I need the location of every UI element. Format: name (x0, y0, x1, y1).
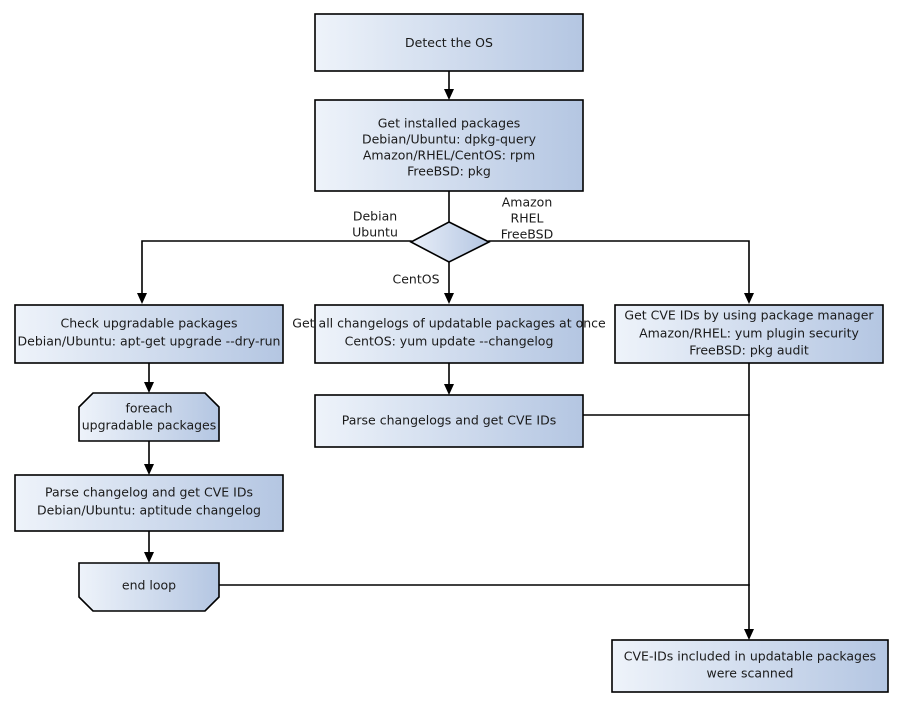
edge-label-centos-line-0: CentOS (392, 272, 439, 287)
edge-label-debian-ubuntu-line-0: Debian (353, 209, 397, 224)
edge-label-amazon-rhel-freebsd: Amazon RHEL FreeBSD (501, 195, 553, 242)
node-get-all-changelogs[interactable]: Get all changelogs of updatable packages… (292, 304, 606, 364)
node-detect-os-shape (314, 13, 584, 72)
node-check-upgradable-packages-line-1: Debian/Ubuntu: apt-get upgrade --dry-run (18, 334, 281, 349)
arrow-head-scan-complete (744, 629, 754, 640)
arrow-head-left-branch (137, 293, 147, 304)
node-get-installed-packages[interactable]: Get installed packages Debian/Ubuntu: dp… (314, 99, 584, 192)
node-detect-os[interactable]: Detect the OS (314, 13, 584, 72)
node-check-upgradable-packages[interactable]: Check upgradable packages Debian/Ubuntu:… (14, 304, 284, 364)
node-parse-changelog-left[interactable]: Parse changelog and get CVE IDs Debian/U… (14, 474, 284, 532)
edge-label-amazon-rhel-freebsd-line-1: RHEL (511, 211, 544, 226)
arrow-head-parse-center (444, 384, 454, 395)
node-parse-changelogs-center[interactable]: Parse changelogs and get CVE IDs (314, 394, 584, 448)
edge-label-debian-ubuntu: Debian Ubuntu (352, 209, 398, 240)
node-end-loop[interactable]: end loop (78, 562, 220, 612)
node-get-cve-ids-package-manager-line-1: Amazon/RHEL: yum plugin security (639, 326, 859, 341)
edge-layer (137, 70, 754, 640)
node-get-installed-packages-line-0: Get installed packages (378, 116, 521, 131)
node-scan-complete-shape (611, 639, 889, 693)
node-check-upgradable-packages-shape (14, 304, 284, 364)
node-detect-os-line-0: Detect the OS (405, 35, 493, 50)
arrow-head-parse-left (144, 464, 154, 475)
node-scan-complete[interactable]: CVE-IDs included in updatable packages w… (611, 639, 889, 693)
node-scan-complete-line-0: CVE-IDs included in updatable packages (624, 649, 876, 664)
node-get-installed-packages-shape (314, 99, 584, 192)
arrow-head-right-branch (744, 293, 754, 304)
node-get-cve-ids-package-manager-shape (614, 304, 884, 364)
edge-label-centos: CentOS (392, 272, 439, 287)
node-parse-changelogs-center-line-0: Parse changelogs and get CVE IDs (342, 413, 556, 428)
edge-label-amazon-rhel-freebsd-line-2: FreeBSD (501, 227, 553, 242)
node-os-decision[interactable] (409, 221, 491, 263)
node-os-decision-shape (409, 221, 491, 263)
node-foreach-upgradable-packages-shape (78, 392, 220, 442)
node-get-installed-packages-line-1: Debian/Ubuntu: dpkg-query (362, 132, 537, 147)
node-parse-changelog-left-shape (14, 474, 284, 532)
node-foreach-upgradable-packages-line-0: foreach (125, 401, 172, 416)
node-end-loop-line-0: end loop (122, 578, 176, 593)
node-check-upgradable-packages-line-0: Check upgradable packages (61, 316, 238, 331)
arrow-head-endloop (144, 552, 154, 563)
node-end-loop-shape (78, 562, 220, 612)
node-get-cve-ids-package-manager-line-2: FreeBSD: pkg audit (689, 343, 809, 358)
arrow-head-center-branch (444, 293, 454, 304)
edge-label-debian-ubuntu-line-1: Ubuntu (352, 225, 398, 240)
node-foreach-upgradable-packages[interactable]: foreach upgradable packages (78, 392, 220, 442)
node-foreach-upgradable-packages-line-1: upgradable packages (82, 418, 217, 433)
edge-branch-right-bus (488, 240, 750, 298)
node-get-installed-packages-line-2: Amazon/RHEL/CentOS: rpm (363, 148, 535, 163)
node-get-cve-ids-package-manager-line-0: Get CVE IDs by using package manager (624, 308, 874, 323)
node-get-installed-packages-line-3: FreeBSD: pkg (407, 164, 491, 179)
node-scan-complete-line-1: were scanned (707, 666, 794, 681)
node-get-all-changelogs-line-0: Get all changelogs of updatable packages… (292, 316, 606, 331)
node-parse-changelog-left-line-0: Parse changelog and get CVE IDs (45, 485, 253, 500)
edge-branch-left-bus (141, 240, 412, 298)
node-parse-changelog-left-line-1: Debian/Ubuntu: aptitude changelog (37, 503, 261, 518)
node-parse-changelogs-center-shape (314, 394, 584, 448)
node-get-all-changelogs-line-1: CentOS: yum update --changelog (345, 334, 554, 349)
edge-label-amazon-rhel-freebsd-line-0: Amazon (502, 195, 553, 210)
node-get-cve-ids-package-manager[interactable]: Get CVE IDs by using package manager Ama… (614, 304, 884, 364)
node-get-all-changelogs-shape (314, 304, 584, 364)
arrow-head-installed (444, 89, 454, 100)
arrow-head-foreach (144, 382, 154, 393)
